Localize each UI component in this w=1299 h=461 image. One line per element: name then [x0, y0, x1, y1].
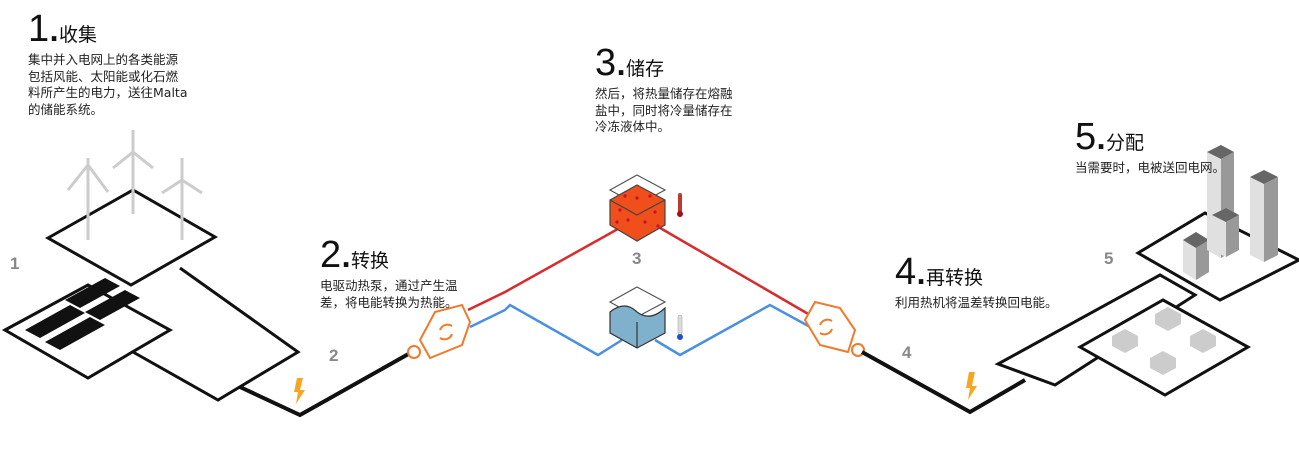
step-name: 分配 — [1106, 132, 1145, 154]
step-2-convert: 2.转换 电驱动热泵，通过产生温差，将电能转换为热能。 — [320, 236, 480, 311]
hot-thermometer-icon — [677, 193, 683, 217]
step-name: 储存 — [626, 58, 665, 80]
houses-plate — [1076, 298, 1252, 397]
step-description: 利用热机将温差转换回电能。 — [895, 295, 1058, 310]
wind-turbine-icon — [66, 130, 203, 240]
step-4-reconvert: 4.再转换 利用热机将温差转换回电能。 — [895, 253, 1095, 312]
solar-farm — [1, 266, 301, 402]
step-5-distribute: 5.分配 当需要时，电被送回电网。 — [1075, 118, 1265, 177]
lightning-icon — [966, 372, 977, 400]
step-1-collect: 1.收集 集中并入电网上的各类能源包括风能、太阳能或化石燃料所产生的电力，送往M… — [28, 8, 188, 117]
heat-pump-icon — [407, 303, 472, 360]
step-number: 1 — [28, 8, 50, 50]
cold-thermometer-icon — [677, 314, 683, 340]
step-name: 再转换 — [926, 267, 984, 289]
step-3-store: 3.储存 然后，将热量储存在熔融盐中，同时将冷量储存在冷冻液体中。 — [595, 44, 735, 136]
cold-line-return — [654, 303, 813, 357]
output-power-line — [861, 350, 1027, 415]
hot-line-return — [654, 223, 811, 317]
stage-label-1: 1 — [10, 254, 20, 273]
houses-icon — [1112, 307, 1216, 375]
molten-salt-cube-icon — [608, 174, 667, 242]
stage-label-3: 3 — [632, 249, 642, 268]
step-description: 然后，将热量储存在熔融盐中，同时将冷量储存在冷冻液体中。 — [595, 86, 733, 134]
stage-label-4: 4 — [902, 343, 912, 362]
wind-farm — [44, 130, 219, 287]
cold-liquid-cube-icon — [608, 286, 667, 349]
step-name: 收集 — [59, 24, 98, 46]
cold-line — [469, 303, 623, 357]
step-number: 5 — [1075, 116, 1097, 158]
distribution-plate — [994, 273, 1198, 387]
step-description: 电驱动热泵，通过产生温差，将电能转换为热能。 — [320, 278, 458, 310]
buildings-icon — [1183, 145, 1278, 280]
heat-engine-icon — [803, 300, 865, 357]
lightning-icon — [294, 378, 305, 404]
step-description: 集中并入电网上的各类能源包括风能、太阳能或化石燃料所产生的电力，送往Malta … — [28, 52, 188, 117]
step-number: 4 — [895, 251, 917, 293]
solar-panel-icon — [25, 278, 140, 350]
stage-label-2: 2 — [329, 346, 339, 365]
hot-line — [467, 223, 626, 312]
step-number: 3 — [595, 42, 617, 84]
input-power-line — [239, 350, 413, 418]
step-number: 2 — [320, 234, 342, 276]
stage-label-5: 5 — [1104, 249, 1114, 268]
step-description: 当需要时，电被送回电网。 — [1075, 160, 1226, 175]
step-name: 转换 — [351, 250, 390, 272]
